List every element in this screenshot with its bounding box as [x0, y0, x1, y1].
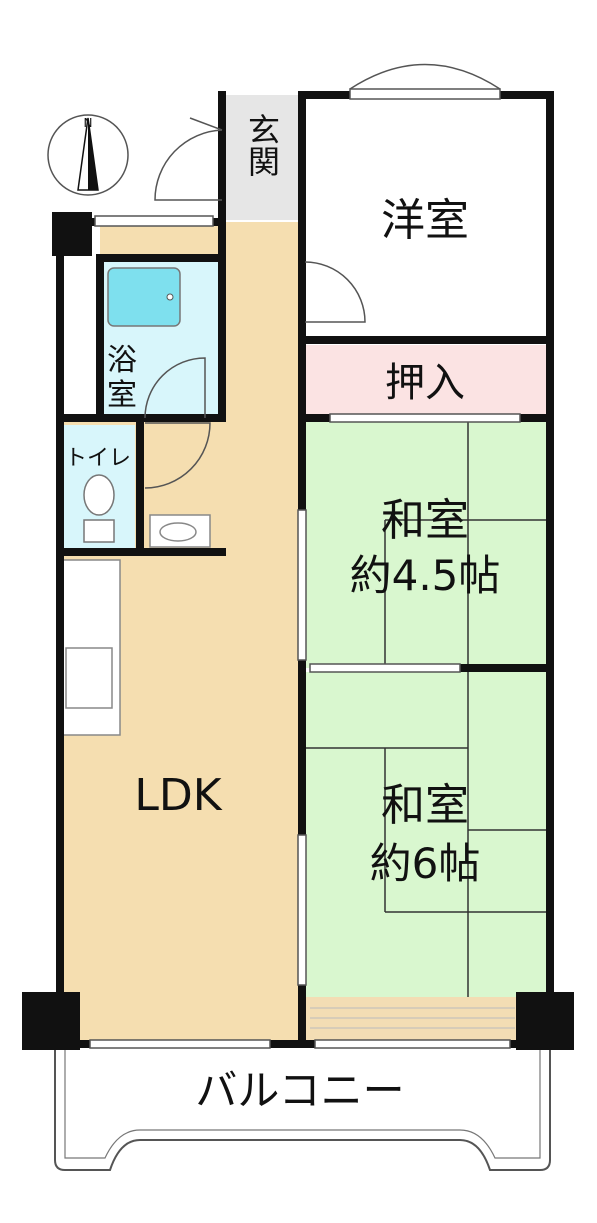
- washitsu-b-area: [305, 672, 550, 997]
- bathtub: [107, 267, 181, 327]
- engawa-lines: [310, 1007, 515, 1029]
- closet-label: 押入: [385, 360, 465, 406]
- ldk-label: LDK: [134, 770, 222, 821]
- toilet-label: トイレ: [65, 446, 131, 471]
- entrance-area: [222, 95, 302, 220]
- western-room-area: [305, 95, 550, 340]
- compass: N: [47, 114, 129, 196]
- entrance-label: 玄関: [243, 113, 281, 177]
- washitsu-a-label-1: 和室: [381, 495, 469, 546]
- washitsu-b-label-2: 約6帖: [370, 839, 481, 888]
- washitsu-b-label-1: 和室: [381, 780, 469, 831]
- closet-area: [305, 345, 550, 415]
- bath-label-2: 室: [107, 378, 137, 413]
- balcony-outline: [54, 1050, 551, 1171]
- windows: [89, 63, 521, 1049]
- door-swings: [144, 117, 366, 489]
- tatami-lines: [305, 420, 550, 997]
- washitsu-a-area: [305, 420, 550, 668]
- bath-label-1: 浴: [107, 343, 137, 378]
- north-label: N: [84, 116, 93, 130]
- washitsu-a-label-2: 約4.5帖: [350, 551, 501, 600]
- toilet-bowl: [83, 474, 115, 516]
- engawa-area: [305, 997, 520, 1042]
- western-room-label: 洋室: [381, 195, 469, 246]
- balcony-label: バルコニー: [195, 1066, 404, 1115]
- sink: [65, 647, 113, 709]
